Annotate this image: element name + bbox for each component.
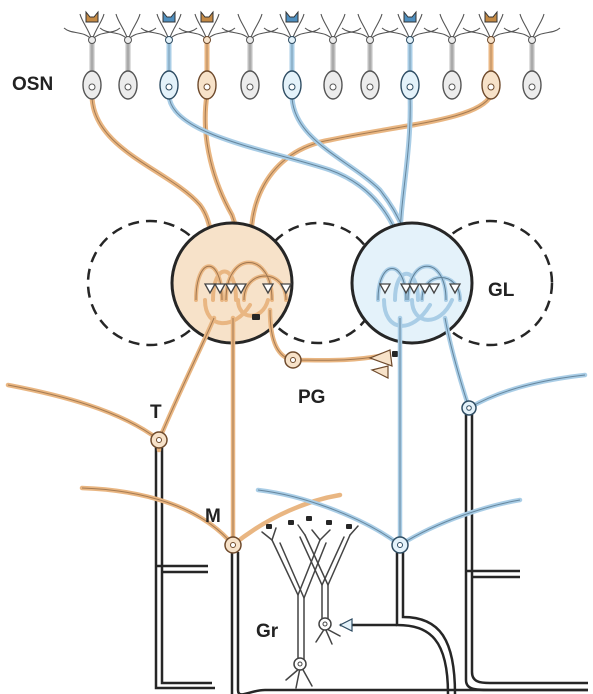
odorant-receptor-marker bbox=[86, 12, 98, 22]
label-pg: PG bbox=[298, 387, 325, 408]
osn-cell-blue bbox=[264, 14, 320, 99]
pg-axon-terminal bbox=[370, 350, 392, 366]
odorant-receptor-marker bbox=[286, 12, 298, 22]
tufted-cell-nucleus bbox=[157, 438, 162, 443]
tufted-cell bbox=[8, 318, 214, 450]
inactive-glomeruli bbox=[88, 221, 552, 345]
blue-tufted-cell bbox=[445, 318, 585, 408]
dendrodendritic-synapses bbox=[266, 516, 352, 529]
osn-cell-blue bbox=[141, 14, 197, 99]
blue-tufted-cell-nucleus bbox=[467, 406, 472, 411]
granule-cell-nucleus-left bbox=[298, 662, 302, 666]
output-axons-dark bbox=[156, 408, 588, 694]
granule-cells bbox=[262, 525, 358, 688]
label-gr: Gr bbox=[256, 621, 279, 642]
odorant-receptor-marker bbox=[485, 12, 497, 22]
odorant-receptor-marker bbox=[404, 12, 416, 22]
osn-cell-gray bbox=[424, 14, 480, 99]
osn-cell-gray bbox=[504, 14, 560, 99]
label-gl: GL bbox=[488, 280, 515, 301]
osn-cell-gray bbox=[100, 14, 156, 99]
mitral-cell-nucleus bbox=[231, 543, 236, 548]
label-t: T bbox=[150, 402, 162, 423]
blue-mitral-cell-nucleus bbox=[398, 543, 403, 548]
osn-cell-orange bbox=[179, 14, 235, 99]
osn-cell-blue bbox=[382, 14, 438, 99]
label-m: M bbox=[205, 506, 221, 527]
odorant-receptor-marker bbox=[201, 12, 213, 22]
osn-cell-orange bbox=[463, 14, 519, 99]
osn-cell-gray bbox=[64, 14, 120, 99]
osn-cell-gray bbox=[222, 14, 278, 99]
periglomerular-cell-nucleus bbox=[291, 358, 296, 363]
label-osn: OSN bbox=[12, 74, 53, 95]
osn-cell-gray bbox=[305, 14, 361, 99]
pg-axon-terminal-lower bbox=[372, 366, 388, 378]
olfactory-sensory-neuron-row bbox=[64, 12, 560, 99]
osn-cell-gray bbox=[342, 14, 398, 99]
granule-cell-nucleus-right bbox=[323, 622, 327, 626]
granule-input-terminal bbox=[340, 619, 352, 631]
odorant-receptor-marker bbox=[163, 12, 175, 22]
